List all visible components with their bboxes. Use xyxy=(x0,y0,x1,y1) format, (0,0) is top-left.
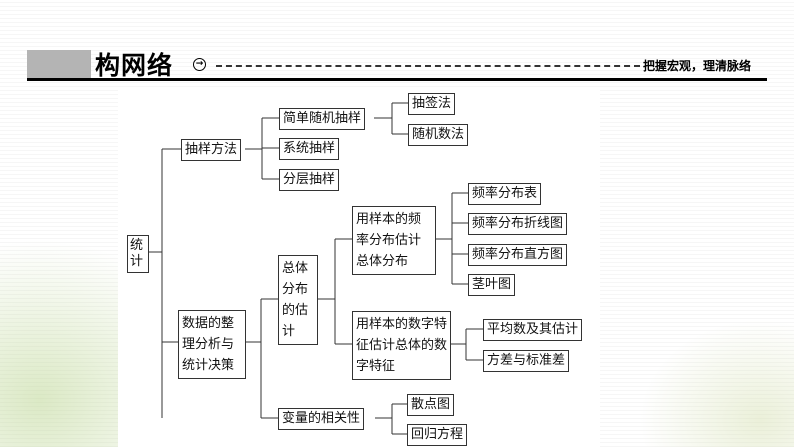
section-title: 构网络 xyxy=(95,51,174,80)
node-frequency-histogram: 频率分布直方图 xyxy=(468,244,568,266)
node-statistics: 统计 xyxy=(127,235,149,273)
header-underline xyxy=(27,78,767,81)
node-systematic-sampling: 系统抽样 xyxy=(279,138,340,160)
node-lottery-method: 抽签法 xyxy=(408,93,456,115)
node-stratified-sampling: 分层抽样 xyxy=(279,169,340,191)
node-stem-leaf-plot: 茎叶图 xyxy=(468,274,516,296)
node-variance-std: 方差与标准差 xyxy=(483,350,570,372)
node-data-analysis: 数据的整理分析与统计决策 xyxy=(178,310,246,379)
node-frequency-distribution-estimate: 用样本的频率分布估计总体分布 xyxy=(352,206,436,275)
node-variable-correlation: 变量的相关性 xyxy=(278,408,365,430)
arrow-circle-icon: → xyxy=(193,58,206,71)
node-simple-random-sampling: 简单随机抽样 xyxy=(279,108,366,130)
node-regression-equation: 回归方程 xyxy=(407,424,468,446)
header-gray-block xyxy=(27,50,91,78)
node-scatter-plot: 散点图 xyxy=(407,394,455,416)
node-frequency-table: 频率分布表 xyxy=(468,183,542,205)
section-subtitle: 把握宏观，理清脉络 xyxy=(643,59,752,73)
node-random-number-method: 随机数法 xyxy=(408,124,469,146)
dashed-divider xyxy=(216,65,640,67)
node-frequency-polygon: 频率分布折线图 xyxy=(468,213,568,235)
node-sampling-methods: 抽样方法 xyxy=(181,139,242,161)
node-population-distribution-estimate: 总体分布的估计 xyxy=(278,255,318,345)
node-numeric-feature-estimate: 用样本的数字特征估计总体的数字特征 xyxy=(352,311,451,380)
node-mean-estimate: 平均数及其估计 xyxy=(483,319,583,341)
